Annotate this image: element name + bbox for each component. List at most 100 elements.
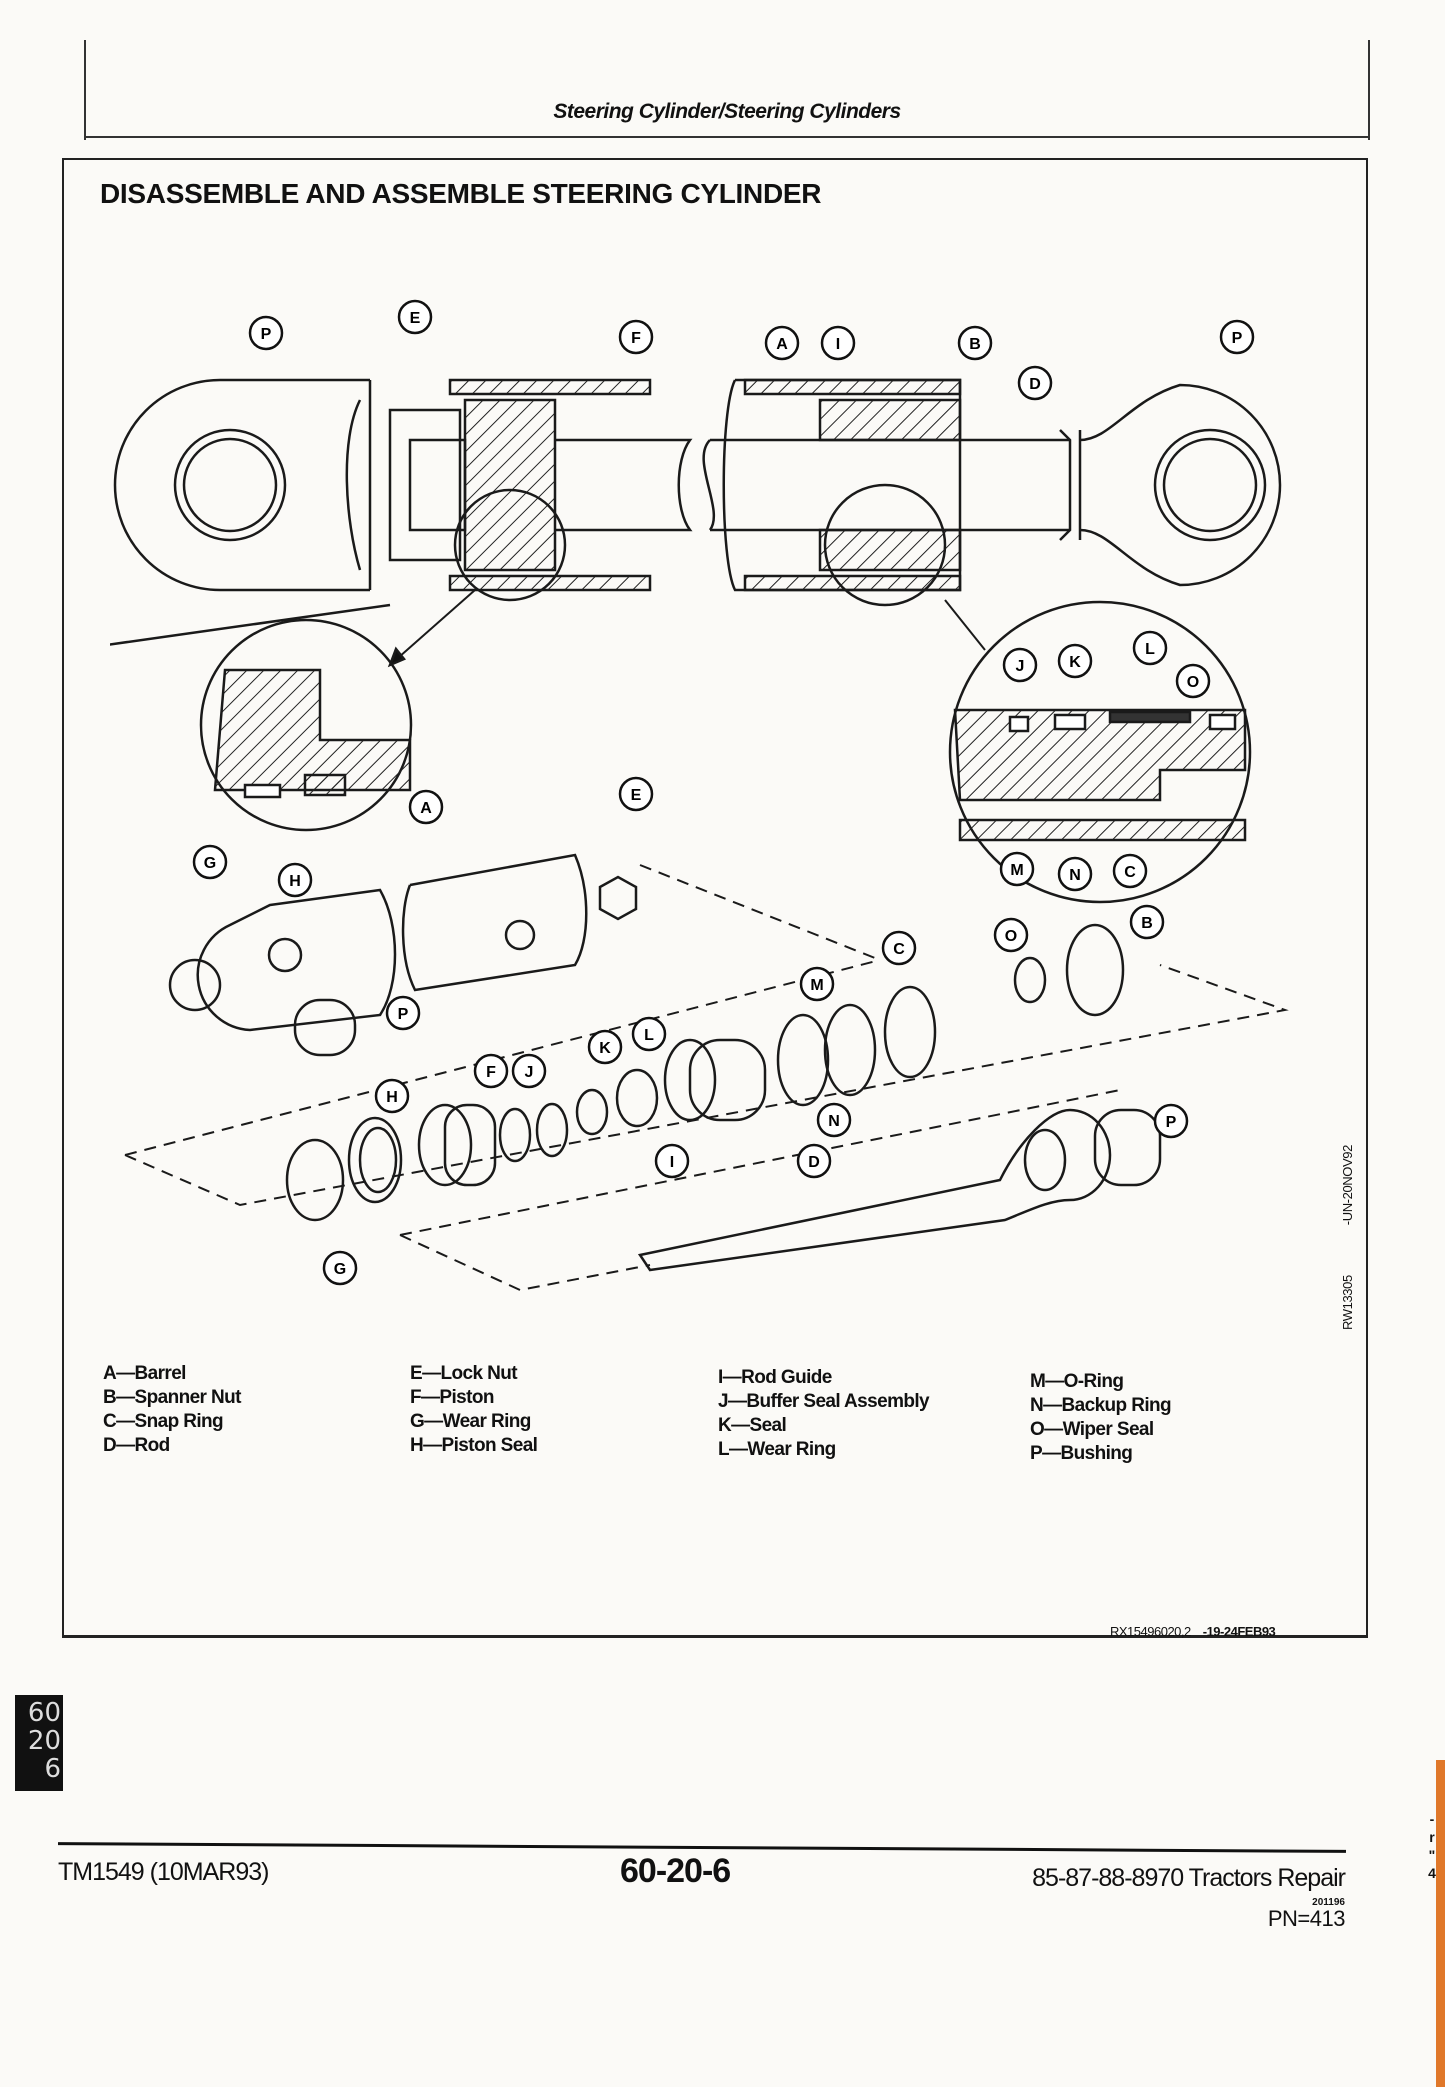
callout-label: E — [631, 787, 642, 804]
margin-mark: 4 — [1428, 1865, 1436, 1881]
callout-m: M — [999, 851, 1035, 887]
callout-circle — [999, 851, 1035, 887]
callout-n: N — [816, 1102, 852, 1138]
callout-circle — [1057, 856, 1093, 892]
right-detail-view — [944, 599, 1252, 904]
callout-label: G — [334, 1261, 346, 1278]
callout-l: L — [631, 1016, 667, 1052]
callout-o: O — [1175, 663, 1211, 699]
callout-circle — [511, 1053, 547, 1089]
tab-line: 60 — [27, 1698, 61, 1728]
callout-label: K — [1069, 654, 1081, 671]
figure-frame — [62, 158, 1368, 1638]
callout-label: B — [1141, 915, 1153, 932]
callout-circle — [1219, 319, 1255, 355]
callout-label: N — [1069, 867, 1081, 884]
callout-b: B — [957, 325, 993, 361]
callout-e: E — [618, 776, 654, 812]
footer-manual-title: 85-87-88-8970 Tractors Repair — [1032, 1864, 1346, 1892]
callout-j: J — [1002, 647, 1038, 683]
callout-label: F — [631, 330, 641, 347]
callout-g: G — [192, 844, 228, 880]
running-header: Steering Cylinder/Steering Cylinders — [553, 100, 901, 123]
legend-item: P—Bushing — [1030, 1443, 1133, 1464]
margin-mark: " — [1428, 1847, 1436, 1863]
exploded-rod — [637, 1108, 1112, 1272]
callout-f: F — [473, 1053, 509, 1089]
figure-code: RX15496020,2 -19-24FEB93 — [1110, 1624, 1276, 1639]
legend-item: N—Backup Ring — [1030, 1395, 1172, 1416]
drawing-number: RW13305 — [1340, 1275, 1355, 1330]
callout-circle — [473, 1053, 509, 1089]
callout-label: G — [204, 855, 216, 872]
header-bottom-rule — [84, 136, 1370, 138]
callout-e: E — [397, 299, 433, 335]
callout-h: H — [374, 1078, 410, 1114]
legend-column-2: E—Lock Nut F—Piston G—Wear Ring H—Piston… — [410, 1362, 538, 1458]
callout-label: E — [410, 310, 421, 327]
left-detail-view — [110, 589, 476, 832]
callout-label: K — [599, 1040, 611, 1057]
callout-circle — [820, 325, 856, 361]
legend-item: K—Seal — [718, 1415, 787, 1436]
callout-g: G — [322, 1250, 358, 1286]
callout-circle — [1153, 1103, 1189, 1139]
callout-circle — [1017, 365, 1053, 401]
callout-circle — [1129, 904, 1165, 940]
legend-column-1: A—Barrel B—Spanner Nut C—Snap Ring D—Rod — [103, 1362, 241, 1458]
footer-pn: PN=413 — [1267, 1906, 1346, 1931]
callout-label: C — [893, 941, 905, 958]
callout-circle — [1175, 663, 1211, 699]
callout-circle — [248, 315, 284, 351]
right-barrel-rod — [702, 378, 1282, 607]
callout-circle — [385, 995, 421, 1031]
callout-circle — [957, 325, 993, 361]
legend-item: E—Lock Nut — [410, 1363, 518, 1384]
callout-label: M — [1010, 862, 1023, 879]
callout-label: A — [776, 336, 788, 353]
callout-label: B — [969, 336, 981, 353]
callout-circle — [993, 917, 1029, 953]
callout-label: I — [836, 336, 840, 353]
callout-label: F — [486, 1064, 496, 1081]
section-tab: 60 20 6 — [15, 1695, 63, 1791]
legend-item: H—Piston Seal — [410, 1435, 538, 1456]
callout-circle — [277, 862, 313, 898]
section-title: DISASSEMBLE AND ASSEMBLE STEERING CYLIND… — [100, 178, 822, 209]
callout-label: H — [386, 1089, 398, 1106]
legend-item: I—Rod Guide — [718, 1367, 832, 1388]
callout-circle — [764, 325, 800, 361]
callout-p: P — [1219, 319, 1255, 355]
callout-p: P — [248, 315, 284, 351]
legend-column-3: I—Rod Guide J—Buffer Seal Assembly K—Sea… — [718, 1366, 930, 1462]
figure-date: -19-24FEB93 — [1202, 1624, 1276, 1639]
legend-item: A—Barrel — [103, 1363, 186, 1384]
callout-i: I — [654, 1143, 690, 1179]
drawing-date: -UN-20NOV92 — [1340, 1145, 1355, 1226]
margin-mark: - — [1429, 1811, 1435, 1827]
callout-k: K — [587, 1029, 623, 1065]
callout-label: O — [1005, 928, 1017, 945]
callout-label: J — [525, 1064, 534, 1081]
exploded-barrel — [168, 853, 638, 1032]
callout-circle — [1132, 630, 1168, 666]
callout-circle — [631, 1016, 667, 1052]
callout-circle — [587, 1029, 623, 1065]
legend-item: B—Spanner Nut — [103, 1387, 241, 1408]
callout-c: C — [881, 930, 917, 966]
callout-f: F — [618, 319, 654, 355]
callout-circle — [654, 1143, 690, 1179]
legend-item: M—O-Ring — [1030, 1371, 1124, 1392]
callout-circle — [881, 930, 917, 966]
callout-d: D — [796, 1143, 832, 1179]
callout-label: C — [1124, 864, 1136, 881]
legend-item: C—Snap Ring — [103, 1411, 224, 1432]
callout-circle — [618, 319, 654, 355]
callout-label: M — [810, 977, 823, 994]
callout-circle — [1057, 643, 1093, 679]
callout-label: P — [1232, 330, 1243, 347]
figure-id: RX15496020,2 — [1110, 1624, 1191, 1639]
callout-j: J — [511, 1053, 547, 1089]
tab-line: 6 — [44, 1754, 61, 1784]
tab-line: 20 — [27, 1726, 61, 1756]
